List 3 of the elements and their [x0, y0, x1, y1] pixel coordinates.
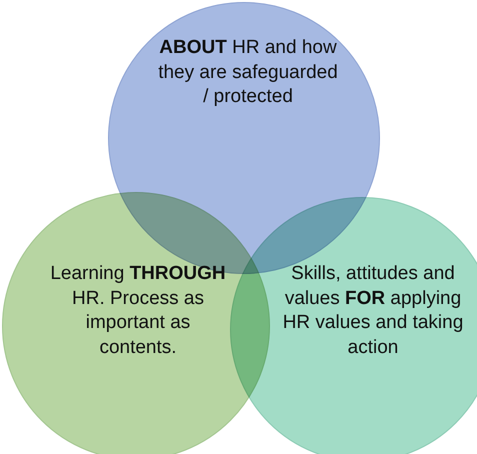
circle-label: Skills, attitudes and values FOR applying HR values and taking action	[282, 262, 464, 360]
circle-label: ABOUT HR and how they are safeguarded / protected	[158, 36, 338, 110]
circle-label: Learning THROUGH HR. Process as important as contents.	[50, 262, 226, 360]
